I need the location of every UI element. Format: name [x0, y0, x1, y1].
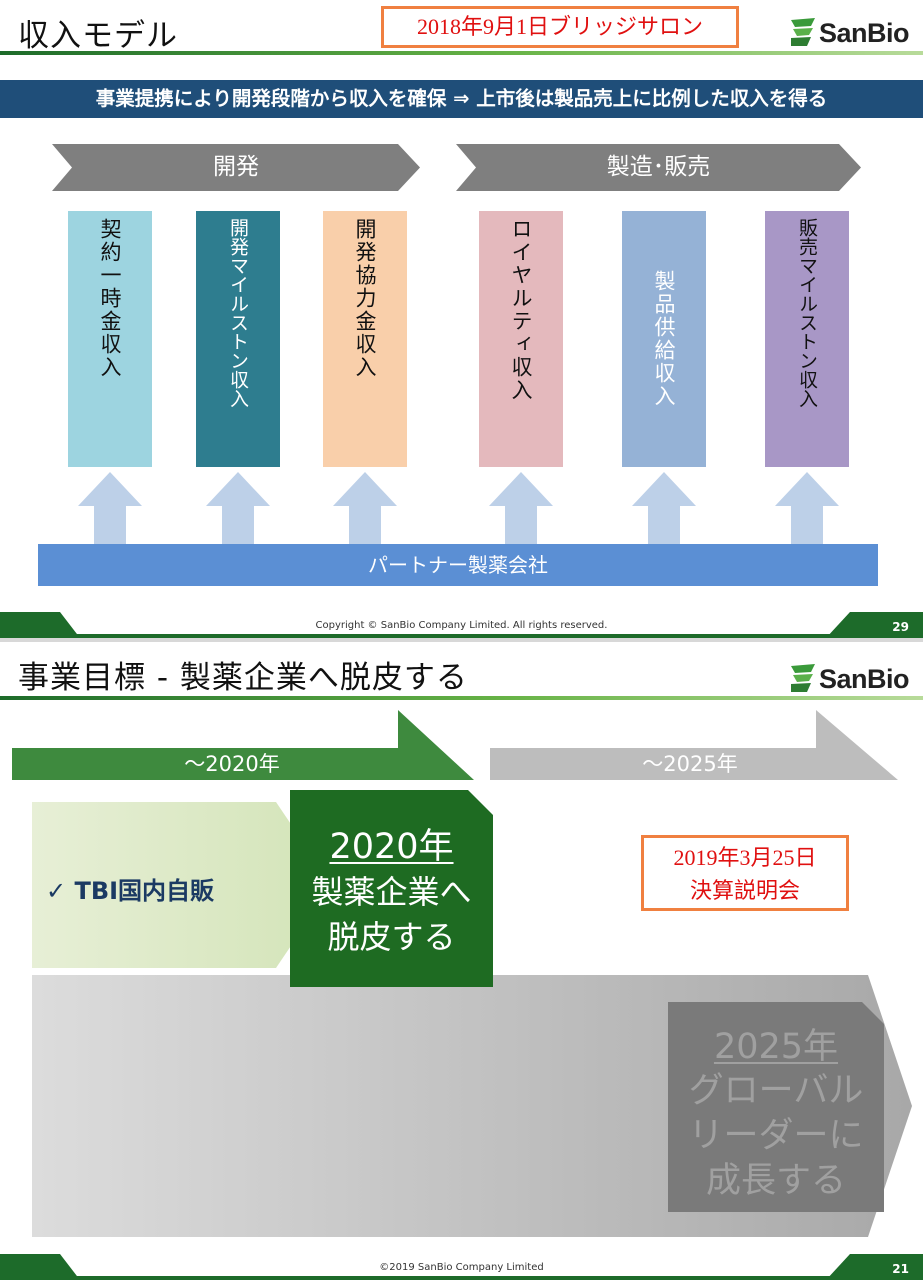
phase-arrow-2025 — [490, 710, 898, 780]
goal-box-2025 — [668, 1002, 884, 1212]
stamp-date: 2019年3月25日 — [673, 845, 817, 870]
up-arrow-icon — [489, 472, 553, 544]
date-stamp: 2019年3月25日 決算説明会 — [641, 835, 849, 911]
revenue-column-royalty — [479, 211, 563, 467]
revenue-label-royalty: ロイヤルティ収入 — [509, 218, 533, 402]
logo-text: SanBio — [819, 664, 910, 694]
page-number: 29 — [892, 620, 909, 634]
phase-label-2020: ～2020年 — [184, 752, 280, 776]
page-number: 21 — [892, 1262, 909, 1276]
sanbio-logo-icon — [791, 664, 815, 692]
slide-title: 収入モデル — [18, 18, 178, 54]
date-stamp: 2018年9月1日ブリッジサロン — [381, 6, 739, 48]
revenue-column-upfront — [68, 211, 152, 467]
revenue-column-dev-cooperation — [323, 211, 407, 467]
goal-2020-line2: 脱皮する — [327, 918, 456, 956]
goal-2025-year: 2025年 — [713, 1027, 839, 1067]
stamp-event: 決算説明会 — [689, 878, 800, 903]
slide-divider — [0, 638, 923, 642]
goal-2020-line1: 製薬企業へ — [311, 873, 472, 911]
partner-bar: パートナー製薬会社 — [38, 544, 878, 586]
up-arrow-icon — [78, 472, 142, 544]
title-rule — [0, 51, 923, 55]
phase-label-development: 開発 — [213, 154, 259, 180]
revenue-column-product-supply — [622, 211, 706, 467]
revenue-label-product-supply: 製品供給収入 — [652, 270, 676, 408]
phase-chevron-manufacturing — [456, 144, 861, 191]
revenue-label-dev-cooperation: 開発協力金収入 — [353, 218, 377, 379]
up-arrow-icon — [333, 472, 397, 544]
sanbio-logo: SanBio — [789, 660, 910, 696]
footer-bar — [0, 1254, 923, 1280]
footer-bar — [0, 612, 923, 638]
phase-arrow-2020 — [12, 710, 474, 780]
goal-2020-year: 2020年 — [329, 827, 454, 867]
copyright: Copyright © SanBio Company Limited. All … — [315, 620, 608, 631]
up-arrow-icon — [632, 472, 696, 544]
up-arrow-icon — [775, 472, 839, 544]
sanbio-logo-icon — [791, 18, 815, 46]
logo-text: SanBio — [819, 18, 910, 48]
goal-2025-line1: グローバル — [688, 1071, 864, 1111]
revenue-column-dev-milestone — [196, 211, 280, 467]
goal-2025-line3: 成長する — [705, 1161, 846, 1201]
headline-banner: 事業提携により開発段階から収入を確保 ⇒ 上市後は製品売上に比例した収入を得る — [0, 80, 923, 118]
phase-chevron-development — [52, 144, 420, 191]
goal-2025-line2: リーダーに — [688, 1116, 864, 1156]
phase-label-manufacturing: 製造･販売 — [606, 154, 711, 180]
revenue-label-upfront: 契約一時金収入 — [98, 218, 122, 379]
up-arrow-icon — [206, 472, 270, 544]
revenue-label-dev-milestone: 開発マイルストン収入 — [227, 218, 249, 408]
phase-label-2025: ～2025年 — [642, 752, 738, 776]
revenue-label-sales-milestone: 販売マイルストン収入 — [796, 218, 818, 408]
goal-box-2020 — [290, 790, 493, 987]
checklist-item-tbi: ✓ TBI国内自販 — [46, 877, 215, 905]
revenue-column-sales-milestone — [765, 211, 849, 467]
sanbio-logo: SanBio — [789, 14, 910, 50]
copyright: ©2019 SanBio Company Limited — [379, 1262, 544, 1273]
slide-revenue-model: 収入モデル 2018年9月1日ブリッジサロン SanBio 事業提携により開発段… — [0, 0, 923, 638]
title-rule — [0, 696, 923, 700]
slide-title: 事業目標 - 製薬企業へ脱皮する — [18, 660, 468, 696]
milestone-band-2020 — [32, 802, 332, 968]
